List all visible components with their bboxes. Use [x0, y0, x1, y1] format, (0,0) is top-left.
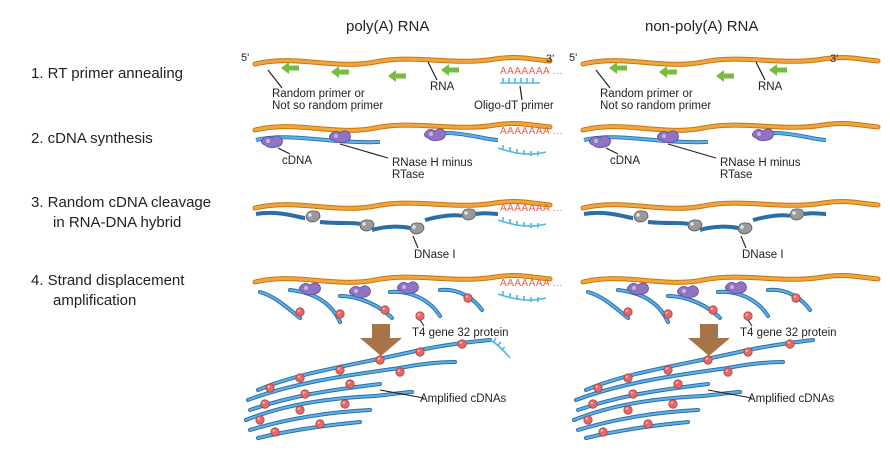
cdna-fragments — [255, 210, 499, 232]
oligo-dt-label: Oligo-dT primer — [474, 100, 554, 112]
step-3-label-line2: in RNA-DNA hybrid — [53, 214, 182, 231]
dnase-icon — [789, 208, 805, 221]
right-column-graphics — [572, 57, 878, 440]
process-arrow-icon — [360, 324, 402, 356]
dnase-icon — [737, 222, 753, 235]
t4-protein-dot — [335, 309, 345, 319]
rna-strand — [583, 201, 878, 208]
t4-protein-label: T4 gene 32 protein — [740, 327, 837, 339]
random-primer-arrow — [281, 62, 299, 74]
cdna-label: cDNA — [610, 155, 641, 167]
oligo-dt-comb — [497, 291, 547, 302]
five-prime-label: 5' — [569, 52, 578, 64]
random-primer-arrow — [331, 66, 349, 78]
dnase-icon — [305, 210, 321, 223]
poly-a-tail: AAAAAAA ... — [500, 126, 563, 137]
step-4-label-line1: 4. Strand displacement — [31, 272, 185, 289]
amplified-label: Amplified cDNAs — [420, 393, 507, 405]
left-step1-group — [255, 57, 550, 101]
random-primer-arrow — [609, 62, 627, 74]
oligo-dt-comb — [497, 145, 547, 156]
rnase-label-line1: RNase H minus — [720, 157, 801, 169]
dnase-label: DNase I — [414, 249, 456, 261]
dnase-icon — [633, 210, 649, 223]
rna-label: RNA — [430, 81, 455, 93]
random-primer-arrow — [441, 64, 459, 76]
polymerase-icon — [588, 135, 611, 149]
three-prime-label: 3' — [830, 53, 839, 65]
step-1-label: 1. RT primer annealing — [31, 65, 184, 82]
random-primer-label-line2: Not so random primer — [600, 100, 712, 112]
step-3-label-line1: 3. Random cDNA cleavage — [31, 194, 212, 211]
dnase-icon — [409, 222, 425, 235]
rna-strand — [583, 123, 878, 130]
cdna-label: cDNA — [282, 155, 313, 167]
rna-strand — [583, 275, 878, 282]
random-primer-label-line1: Random primer or — [600, 88, 693, 100]
random-primer-arrow — [716, 70, 734, 82]
displaced-strands — [258, 287, 484, 324]
left-step4-group — [244, 275, 550, 440]
pointer-line — [519, 85, 523, 101]
polymerase-icon — [423, 128, 446, 142]
poly-a-tail: AAAAAAA ... — [500, 203, 563, 214]
t4-protein-label: T4 gene 32 protein — [412, 327, 509, 339]
random-primer-label-line2: Not so random primer — [272, 100, 384, 112]
amplified-label: Amplified cDNAs — [748, 393, 835, 405]
dnase-label: DNase I — [742, 249, 784, 261]
rna-label: RNA — [758, 81, 783, 93]
step-2-label: 2. cDNA synthesis — [31, 130, 153, 147]
oligo-dt-comb — [489, 337, 511, 359]
poly-a-tail: AAAAAAA ... — [500, 278, 563, 289]
rnase-label-line1: RNase H minus — [392, 157, 473, 169]
oligo-dt-comb — [497, 217, 547, 228]
five-prime-label: 5' — [241, 52, 250, 64]
random-primer-arrow — [769, 64, 787, 76]
oligo-dt-comb — [500, 78, 540, 84]
rna-strand — [255, 57, 550, 64]
t4-protein-dot — [463, 293, 473, 303]
column-title-non-polya: non-poly(A) RNA — [645, 18, 759, 35]
step-4-label-line2: amplification — [53, 292, 137, 309]
pointer-line — [267, 69, 283, 89]
random-primer-arrow — [388, 70, 406, 82]
pointer-line — [427, 61, 438, 81]
polymerase-icon — [751, 128, 774, 142]
t4-protein-dot — [415, 311, 425, 321]
dnase-icon — [461, 208, 477, 221]
rnase-label-line2: RTase — [392, 169, 425, 181]
rnase-label-line2: RTase — [720, 169, 753, 181]
poly-a-tail: AAAAAAA ... — [500, 66, 563, 77]
left-step3-group — [255, 201, 550, 249]
left-step2-group — [255, 123, 550, 159]
random-primer-arrow — [659, 66, 677, 78]
t4-protein-dot — [380, 305, 390, 315]
t4-protein-dot — [295, 307, 305, 317]
process-arrow-icon — [688, 324, 730, 356]
column-title-polya: poly(A) RNA — [346, 18, 430, 35]
three-prime-label: 3' — [546, 53, 555, 65]
polymerase-icon — [260, 135, 283, 149]
random-primer-label-line1: Random primer or — [272, 88, 365, 100]
